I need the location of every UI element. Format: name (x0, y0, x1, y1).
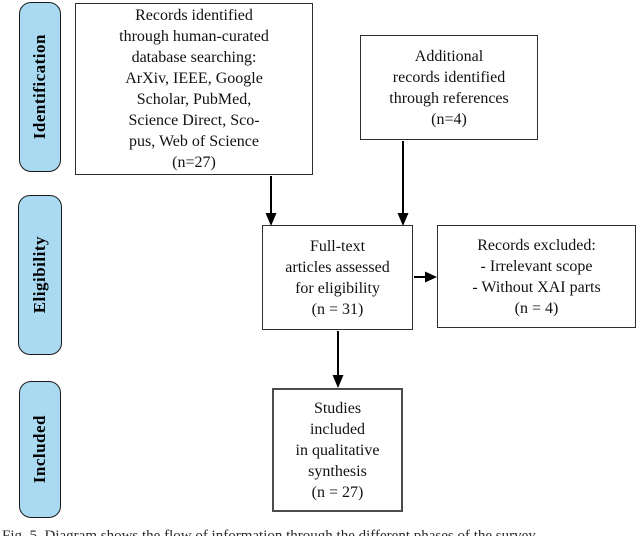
figure-caption: Fig. 5. Diagram shows the flow of inform… (2, 528, 536, 536)
stage-label-eligibility-text: Eligibility (30, 236, 49, 314)
box-text-line: through references (389, 89, 509, 107)
box-text-line: database searching: (131, 49, 257, 66)
box-text-line: through human-curated (119, 28, 269, 45)
arrow-additional-to-fulltext (397, 141, 409, 226)
box-text-line: synthesis (308, 462, 367, 480)
box-text-line: in qualitative (295, 441, 380, 459)
box-text-line: Scholar, PubMed, (136, 91, 252, 108)
stage-label-identification-text: Identification (30, 34, 49, 140)
box-text-line: ArXiv, IEEE, Google (125, 70, 263, 87)
stage-label-identification: Identification (19, 2, 61, 172)
stage-label-eligibility: Eligibility (18, 195, 62, 355)
arrow-fulltext-to-excluded (414, 271, 437, 283)
box-text-line: for eligibility (295, 279, 380, 297)
box-record-count: (n = 31) (311, 300, 364, 318)
box-text-line: Full-text (309, 237, 366, 255)
box-record-count: (n=27) (172, 154, 216, 171)
box-text-line: Records excluded: (477, 236, 596, 254)
arrow-fulltext-to-studies (332, 331, 344, 388)
box-record-count: (n=4) (431, 110, 467, 128)
box-text-line: Science Direct, Sco- (128, 112, 260, 129)
box-text-line: articles assessed (285, 258, 390, 276)
stage-label-included-text: Included (30, 415, 49, 484)
box-record-count: (n = 27) (311, 483, 364, 501)
flow-box-additional-records: Additional records identified through re… (360, 35, 538, 140)
flow-box-records-excluded: Records excluded: - Irrelevant scope - W… (437, 225, 636, 328)
box-text-line: - Irrelevant scope (480, 257, 593, 275)
box-text-line: Records identified (135, 7, 253, 24)
flow-box-studies-included: Studies included in qualitative synthesi… (272, 388, 403, 512)
box-record-count: (n = 4) (514, 299, 559, 317)
arrow-records-to-fulltext (265, 176, 277, 226)
box-text-line: Additional (414, 47, 484, 65)
flow-box-records-identified: Records identified through human-curated… (75, 3, 313, 175)
flow-box-fulltext-assessed: Full-text articles assessed for eligibil… (262, 225, 413, 330)
box-text-line: records identified (392, 68, 506, 86)
box-text-line: included (309, 420, 366, 438)
box-text-line: Studies (313, 399, 362, 417)
box-text-line: - Without XAI parts (472, 278, 601, 296)
stage-label-included: Included (19, 381, 61, 518)
box-text-line: pus, Web of Science (129, 133, 259, 150)
